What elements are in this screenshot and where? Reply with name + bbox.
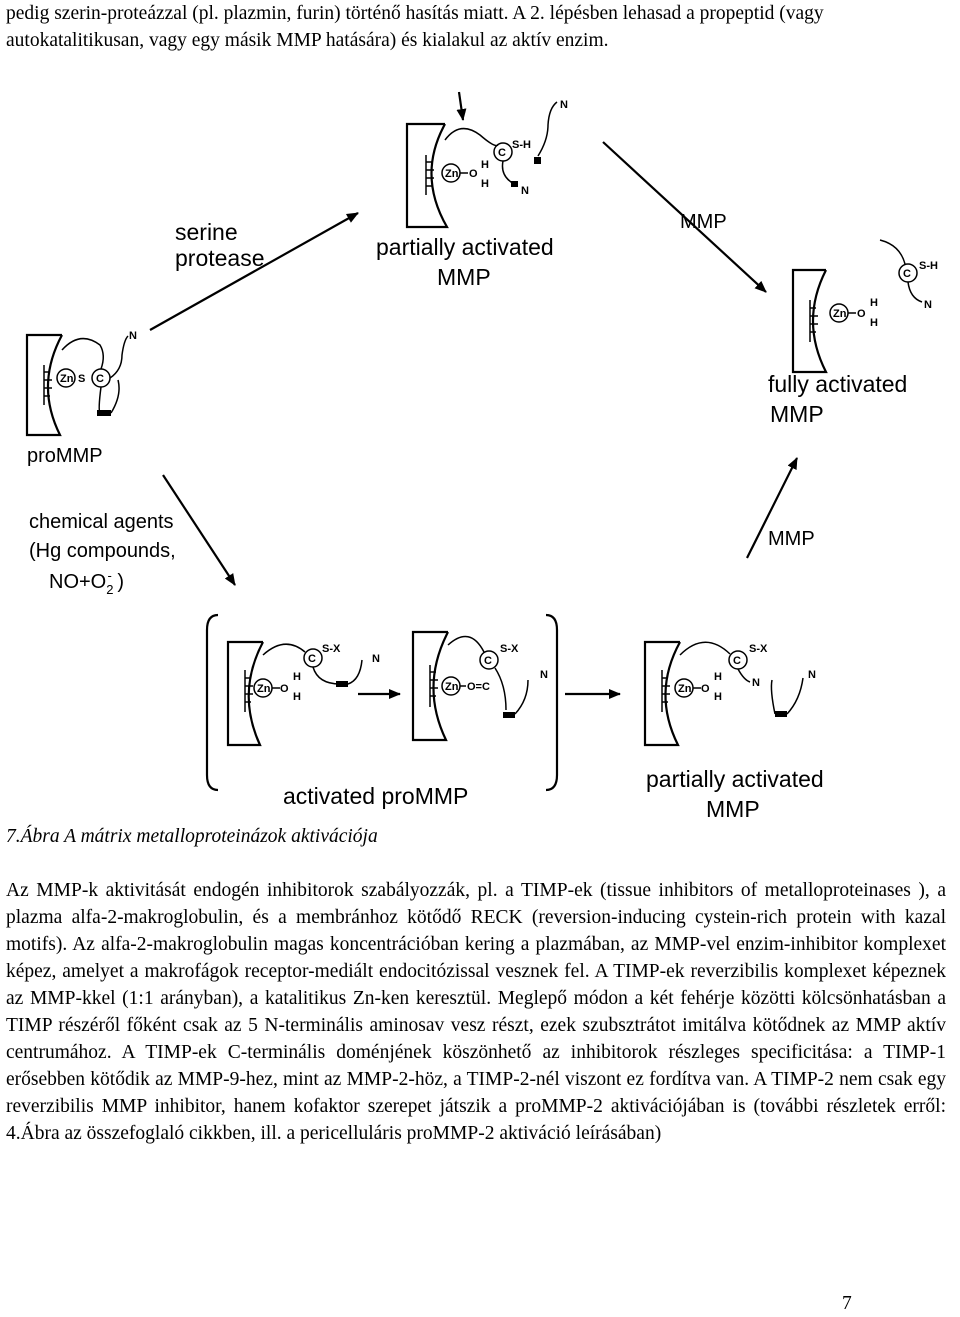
serine-label: serine (175, 219, 238, 245)
n-terminus: N (521, 185, 529, 197)
arrow-chemical-agents (162, 474, 236, 586)
partially-activated-bottom-mmp-label: MMP (706, 796, 760, 822)
partially-activated-bottom-label: partially activated (646, 766, 824, 792)
no-o2-label: NO+O2- ) (49, 568, 124, 597)
left-bracket (205, 613, 219, 792)
s-atom: S (78, 373, 85, 385)
o-atom: O (857, 308, 866, 320)
arrow-serine-protease (149, 212, 359, 331)
protease-label: protease (175, 245, 265, 271)
zn-atom: Zn (257, 683, 271, 695)
partially-activated-mmp-bottom: Zn O H H C S-X N N (643, 640, 816, 747)
mmp-top-label: MMP (680, 211, 727, 233)
h-atom: H (870, 317, 878, 329)
zn-atom: Zn (833, 308, 847, 320)
arrow-down-top (456, 91, 467, 121)
n-terminus: N (372, 653, 380, 665)
c-atom: C (96, 373, 104, 385)
mmp-right-label: MMP (768, 528, 815, 550)
o-atom: O (469, 168, 478, 180)
sx-group: S-X (749, 643, 768, 655)
zn-atom: Zn (445, 168, 459, 180)
activated-prommp-label: activated proMMP (283, 783, 468, 809)
sh-group: S-H (512, 139, 531, 151)
c-atom: C (733, 655, 741, 667)
arrow-mmp-up (746, 457, 798, 559)
partially-activated-mmp-top: Zn O H H C S-H N N (405, 99, 568, 229)
fully-activated-mmp-label: MMP (770, 401, 824, 427)
sx-group: S-X (322, 643, 341, 655)
c-atom: C (903, 268, 911, 280)
n-terminus: N (752, 677, 760, 689)
h-atom: H (293, 691, 301, 703)
sx-group: S-X (500, 643, 519, 655)
fully-activated-label: fully activated (768, 371, 907, 397)
h-atom: H (714, 671, 722, 683)
activated-prommp-2: Zn O=C C S-X N (411, 630, 548, 742)
oc-double-bond: O=C (467, 681, 490, 693)
c-atom: C (484, 655, 492, 667)
activated-prommp-1: Zn O H H C S-X N (226, 640, 380, 747)
h-atom: H (481, 178, 489, 190)
n-terminus: N (924, 299, 932, 311)
zn-atom: Zn (445, 681, 459, 693)
partially-activated-mmp-label: MMP (437, 264, 491, 290)
sh-group: S-H (919, 260, 938, 272)
h-atom: H (293, 671, 301, 683)
o-atom: O (701, 683, 710, 695)
o-atom: O (280, 683, 289, 695)
h-atom: H (481, 159, 489, 171)
n-terminus: N (560, 99, 568, 111)
h-atom: H (870, 297, 878, 309)
n-terminus: N (808, 669, 816, 681)
n-terminus: N (540, 669, 548, 681)
fully-activated-mmp: Zn O H H C S-H N (791, 239, 938, 374)
h-atom: H (714, 691, 722, 703)
c-atom: C (308, 653, 316, 665)
hg-compounds-label: (Hg compounds, (29, 540, 176, 562)
c-atom: C (498, 147, 506, 159)
figure-caption: 7.Ábra A mátrix metalloproteinázok aktiv… (6, 826, 378, 847)
body-paragraph: Az MMP-k aktivitását endogén inhibitorok… (6, 880, 946, 1144)
n-terminus: N (129, 330, 137, 342)
arrow-mmp-to-fully (602, 141, 767, 293)
page-number: 7 (842, 1293, 852, 1314)
prommp-label: proMMP (27, 445, 103, 467)
chemical-agents-label: chemical agents (29, 511, 174, 533)
intro-paragraph: pedig szerin-proteázzal (pl. plazmin, fu… (6, 3, 824, 51)
mmp-activation-diagram: Zn O H H C S-H N N partially activated M… (25, 91, 938, 822)
prommp-structure: Zn S C N (25, 330, 137, 437)
right-bracket (545, 613, 559, 792)
zn-atom: Zn (60, 373, 74, 385)
zn-atom: Zn (678, 683, 692, 695)
partially-activated-label: partially activated (376, 234, 554, 260)
